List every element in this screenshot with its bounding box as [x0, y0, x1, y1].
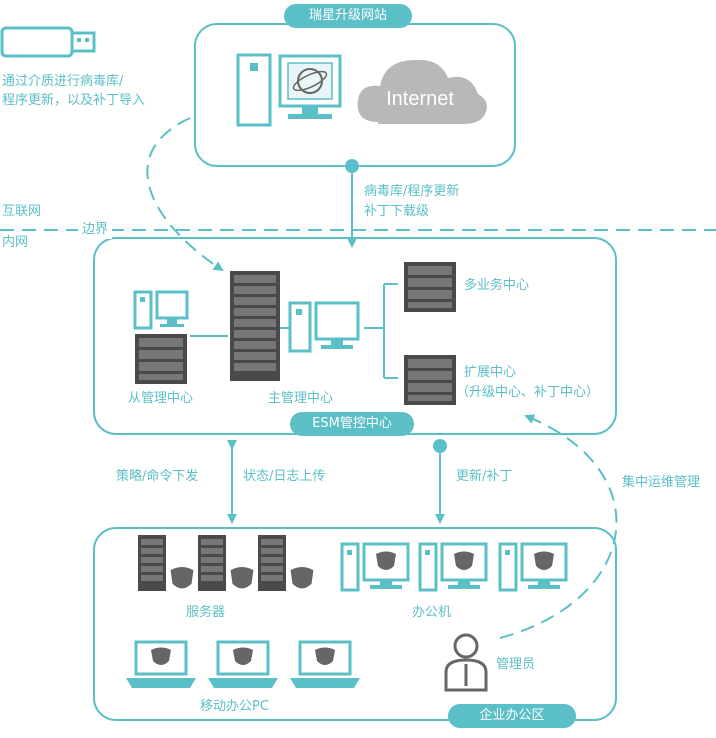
- servers-label: 服务器: [186, 605, 226, 620]
- branch-connector: [364, 283, 398, 379]
- download-dot: [345, 159, 359, 173]
- office-server-3-shield-icon: [289, 566, 315, 590]
- usb-drive-icon: [0, 26, 96, 58]
- policy-label: 策略/命令下发: [116, 469, 199, 484]
- sub-mgmt-computer-icon: [133, 290, 189, 330]
- office-pc-3-icon: [498, 542, 568, 592]
- usb-import-path: [146, 117, 224, 272]
- laptop-2-icon: [208, 640, 278, 688]
- main-mgmt-server-rack-icon: [230, 271, 280, 381]
- update-dot: [433, 439, 447, 453]
- border-label: 边界: [78, 221, 113, 239]
- admin-person-icon: [444, 633, 488, 692]
- usb-import-label-line2: 程序更新，以及补丁导入: [2, 93, 146, 108]
- central-ops-label: 集中运维管理: [622, 475, 701, 490]
- laptop-3-icon: [290, 640, 360, 688]
- mobile-pc-label: 移动办公PC: [200, 699, 269, 714]
- central-ops-path: [499, 414, 618, 639]
- sub-mgmt-label: 从管理中心: [128, 391, 194, 406]
- usb-import-label-line1: 通过介质进行病毒库/: [2, 74, 124, 89]
- upgrade-site-title: 瑞星升级网站: [284, 4, 412, 28]
- extension-label: 扩展中心: [464, 365, 517, 380]
- sub-mgmt-server-icon: [135, 334, 187, 384]
- internet-zone-label: 互联网: [2, 204, 42, 219]
- office-pc-1-icon: [340, 542, 410, 592]
- main-mgmt-computer-icon: [288, 301, 360, 353]
- office-server-1-icon: [138, 535, 166, 591]
- office-server-1-shield-icon: [169, 566, 195, 590]
- enterprise-office-title: 企业办公区: [448, 704, 576, 728]
- office-server-2-shield-icon: [229, 566, 255, 590]
- enterprise-office-box: [93, 527, 617, 721]
- status-label: 状态/日志上传: [243, 469, 326, 484]
- multi-business-server-icon: [404, 262, 456, 312]
- internet-cloud-label: Internet: [386, 88, 454, 110]
- download-label-line2: 补丁下载级: [364, 204, 430, 219]
- laptop-1-icon: [126, 640, 196, 688]
- extension-server-icon: [404, 355, 456, 405]
- office-server-3-icon: [258, 535, 286, 591]
- extension-sub-label: （升级中心、补丁中心）: [456, 385, 600, 400]
- update-label: 更新/补丁: [456, 469, 513, 484]
- office-server-2-icon: [198, 535, 226, 591]
- office-pc-2-icon: [418, 542, 488, 592]
- office-pc-label: 办公机: [412, 605, 452, 620]
- admin-label: 管理员: [496, 657, 536, 672]
- internet-cloud-icon: [357, 59, 487, 125]
- intranet-zone-label: 内网: [2, 235, 29, 250]
- multi-business-label: 多业务中心: [464, 278, 530, 293]
- esm-center-title: ESM管控中心: [290, 412, 414, 436]
- download-label-line1: 病毒库/程序更新: [364, 184, 460, 199]
- main-mgmt-label: 主管理中心: [268, 391, 334, 406]
- upgrade-server-computer-icon: [236, 53, 342, 127]
